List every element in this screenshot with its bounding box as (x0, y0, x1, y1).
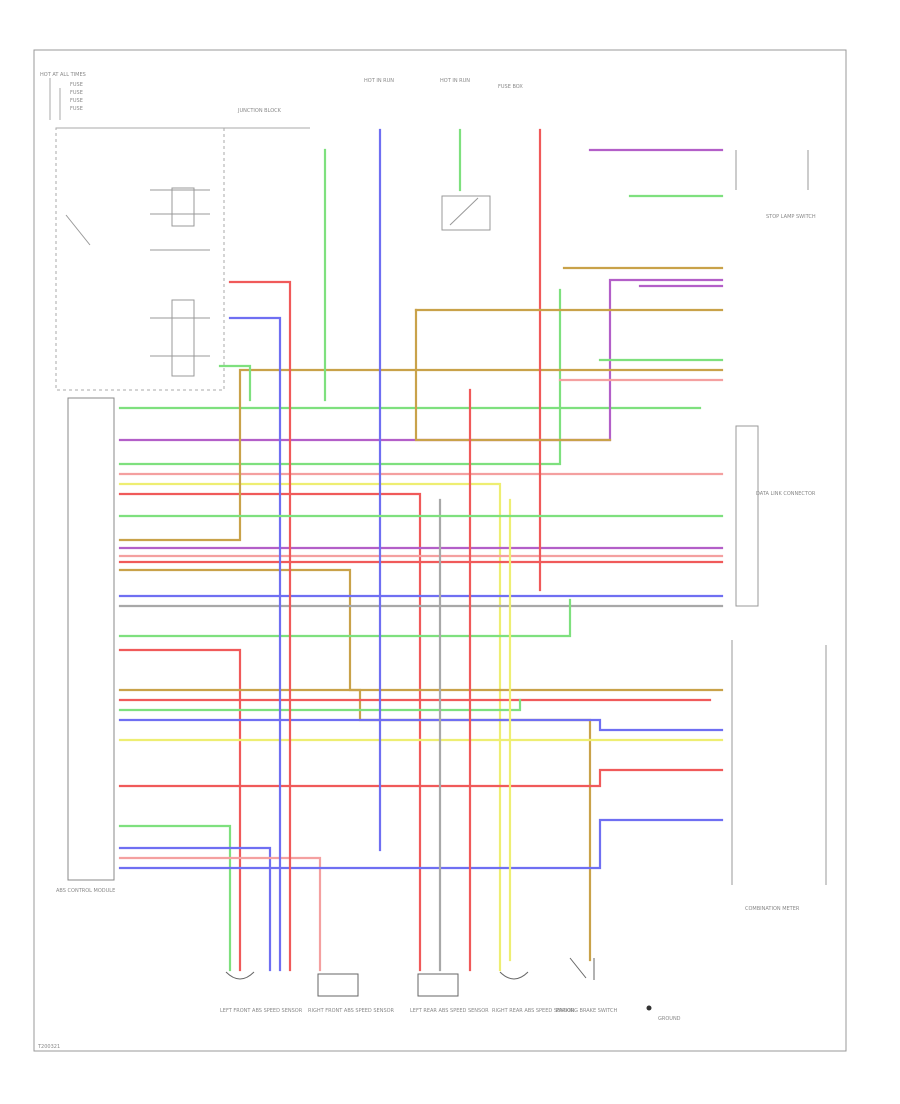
junction-block-label: JUNCTION BLOCK (237, 108, 282, 114)
wire-pink (118, 856, 322, 972)
wire-red (118, 768, 724, 788)
abs-control-module: ABS CONTROL MODULE (56, 397, 115, 894)
data-link-label: DATA LINK CONNECTOR (756, 491, 816, 497)
parking-brake-label: PARKING BRAKE SWITCH (556, 1008, 618, 1014)
wire-tan (118, 568, 724, 692)
legend-item: FUSE (70, 90, 83, 96)
rf-abs-speed-sensor: RIGHT FRONT ABS SPEED SENSOR (308, 973, 395, 1014)
rr-sensor-label: RIGHT REAR ABS SPEED SENSOR (492, 1008, 575, 1014)
lf-abs-speed-sensor: LEFT FRONT ABS SPEED SENSOR (220, 971, 303, 1014)
stop-lamp-switch-label: STOP LAMP SWITCH (766, 214, 816, 220)
legend-item: FUSE (70, 82, 83, 88)
hot-in-run-label: HOT IN RUN (440, 78, 470, 84)
footer-code: T200321 (37, 1044, 60, 1050)
wire-red (118, 492, 422, 972)
rr-abs-speed-sensor: RIGHT REAR ABS SPEED SENSOR (492, 971, 575, 1014)
relay-box (441, 195, 491, 231)
wire-group (118, 128, 724, 972)
legend-item: FUSE (70, 98, 83, 104)
wire-green (118, 824, 232, 972)
diagram-frame (33, 49, 847, 1052)
wire-tan (414, 308, 612, 442)
wire-blue (118, 818, 724, 870)
wire-blue (118, 846, 272, 972)
wire-green (218, 364, 252, 402)
junction-block-outline (55, 127, 225, 391)
wire-yellow (118, 482, 502, 972)
lf-sensor-label: LEFT FRONT ABS SPEED SENSOR (220, 1008, 303, 1014)
legend-title: HOT AT ALL TIMES (40, 72, 86, 78)
relay-switch (65, 187, 210, 377)
parking-brake-switch: PARKING BRAKE SWITCH (556, 957, 618, 1014)
wire-red (118, 648, 242, 972)
wire-green (118, 288, 562, 466)
wire-green (118, 698, 522, 712)
data-link-connector: DATA LINK CONNECTOR (735, 425, 816, 607)
rf-sensor-label: RIGHT FRONT ABS SPEED SENSOR (308, 1008, 395, 1014)
lr-sensor-label: LEFT REAR ABS SPEED SENSOR (410, 1008, 489, 1014)
wire-red (228, 280, 292, 972)
wire-green (118, 598, 572, 638)
wire-blue (118, 718, 724, 732)
hot-in-run-label: HOT IN RUN (364, 78, 394, 84)
lr-abs-speed-sensor: LEFT REAR ABS SPEED SENSOR (410, 973, 489, 1014)
legend: HOT AT ALL TIMES FUSE FUSE FUSE FUSE (40, 72, 86, 120)
abs-module-label: ABS CONTROL MODULE (56, 888, 115, 894)
wire-tan (118, 368, 724, 542)
wire-blue (228, 316, 282, 972)
ground-label: GROUND (658, 1016, 681, 1022)
combination-meter-label: COMBINATION METER (745, 906, 800, 912)
combination-meter: COMBINATION METER (731, 640, 827, 912)
legend-item: FUSE (70, 106, 83, 112)
fuse-box-label: FUSE BOX (498, 84, 523, 90)
ground-point: GROUND (646, 1005, 681, 1022)
